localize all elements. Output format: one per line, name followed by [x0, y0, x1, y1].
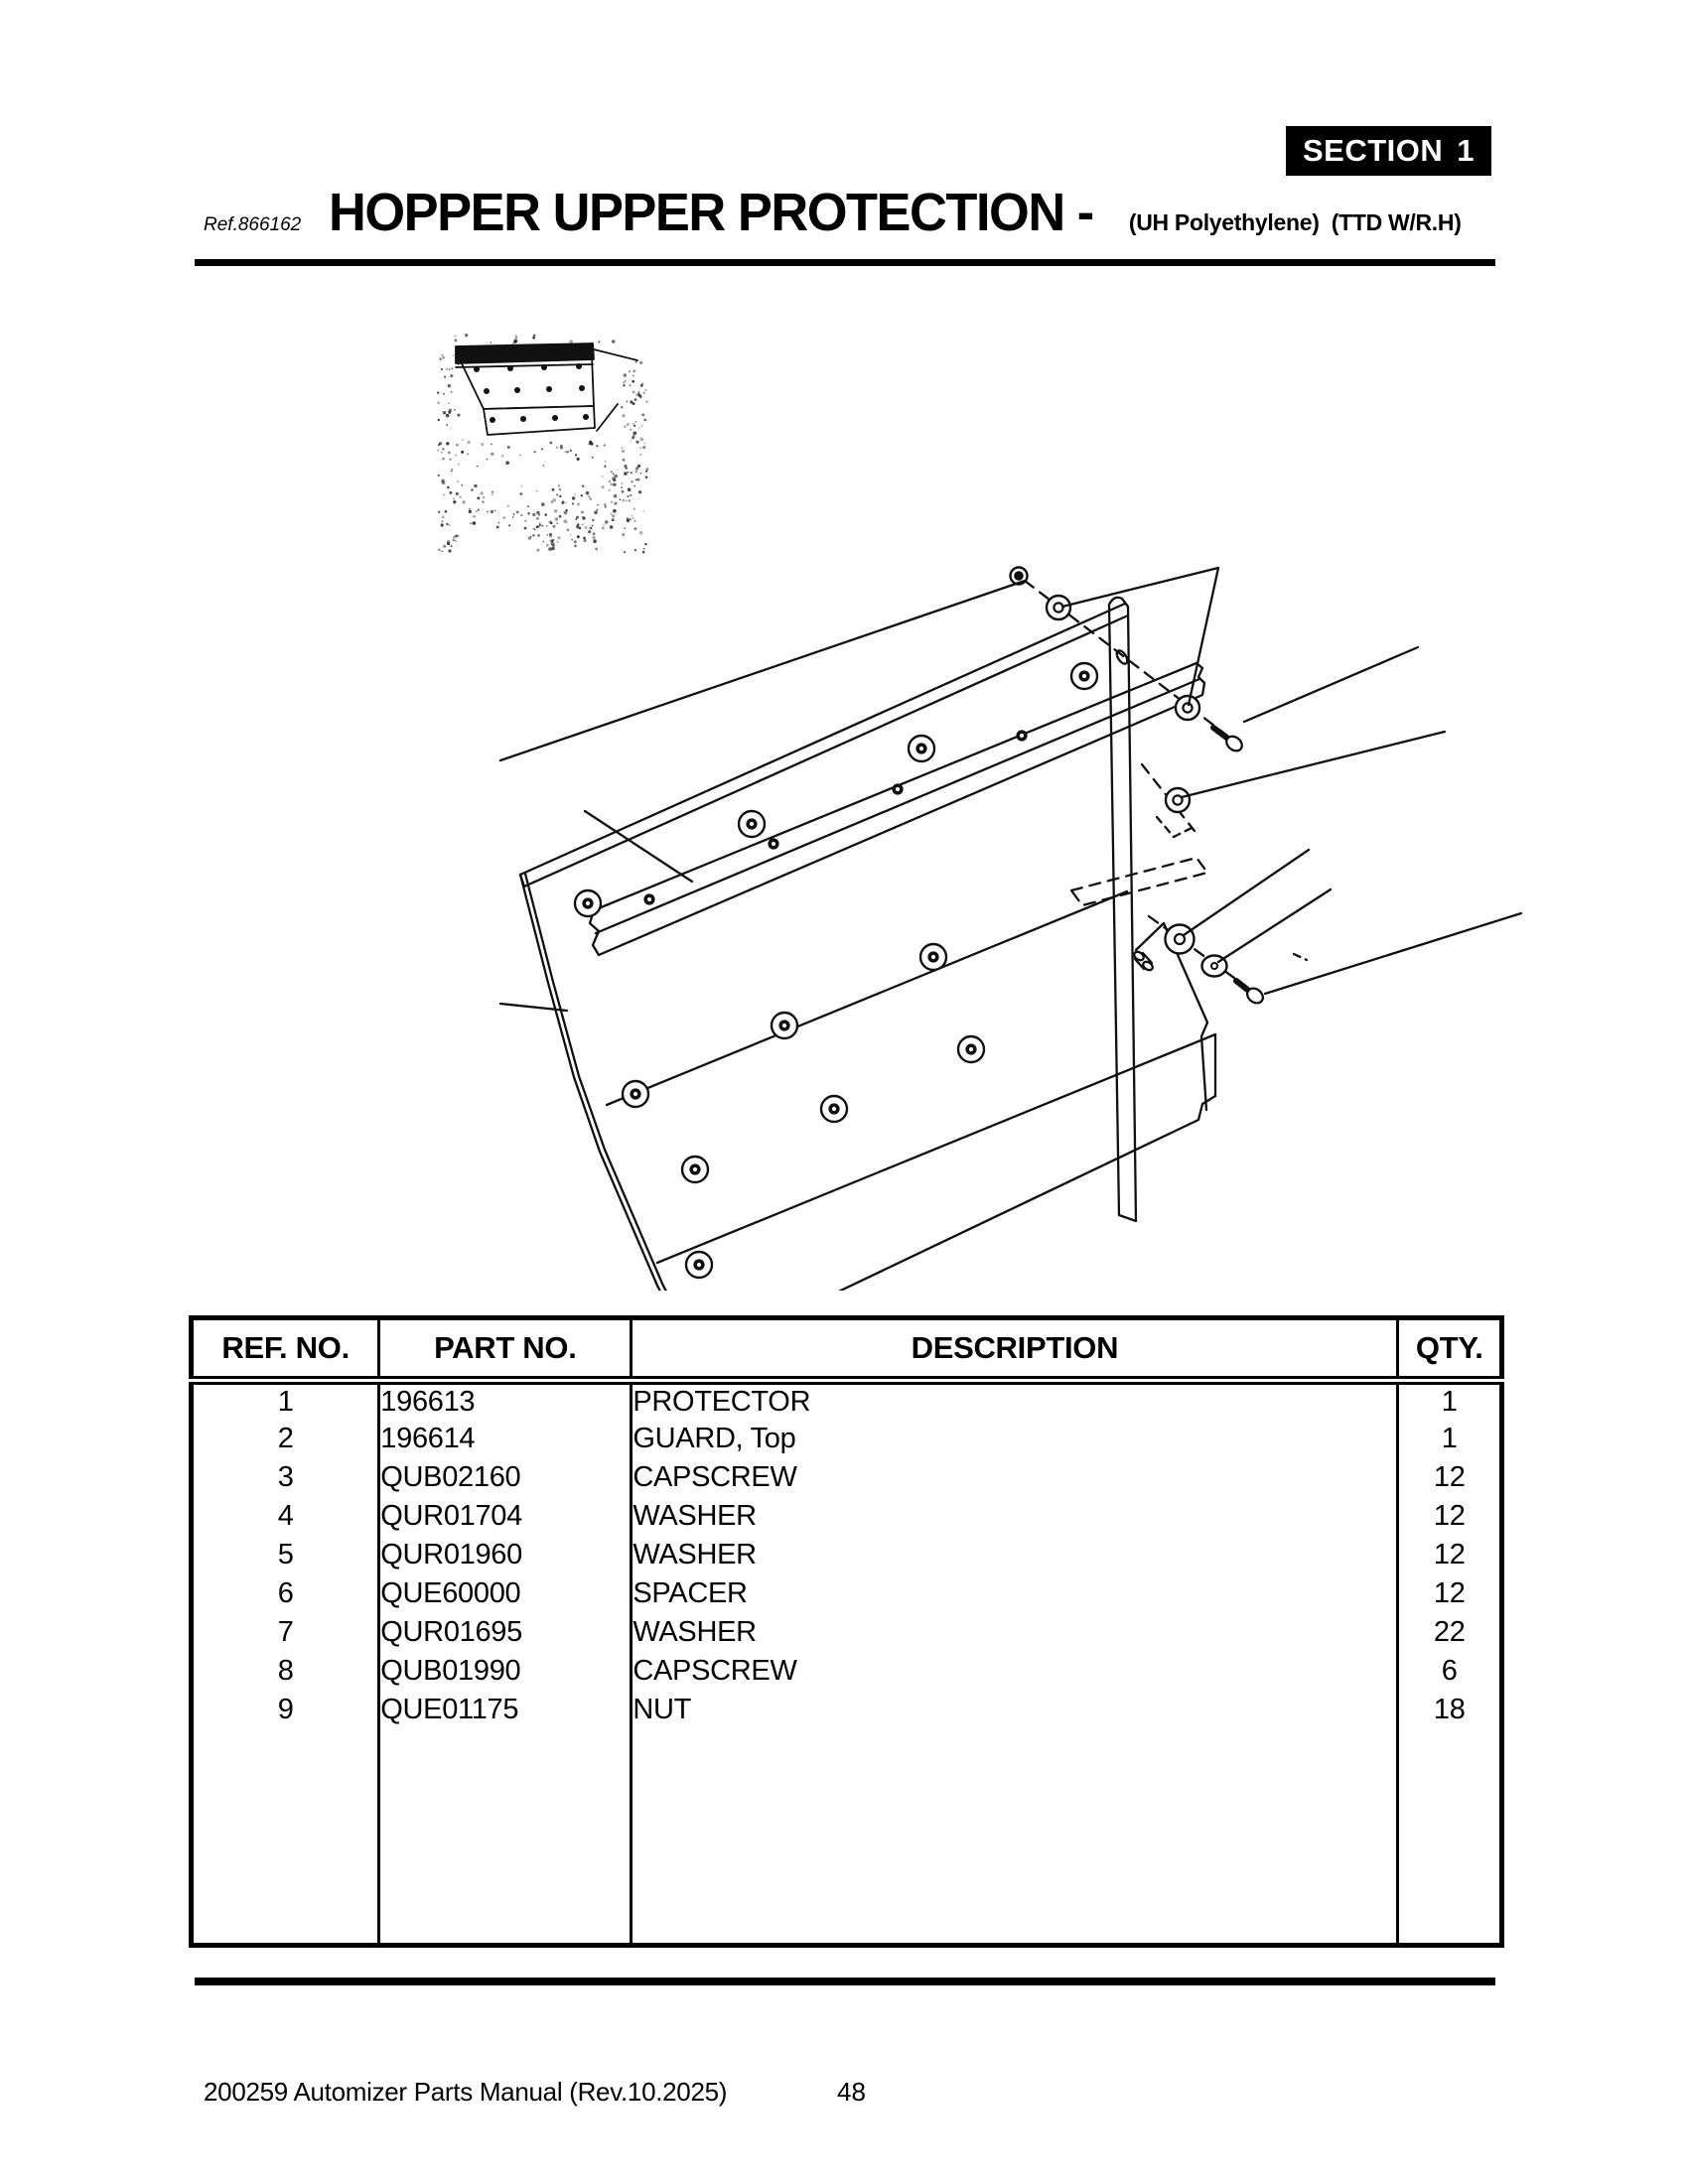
page-subtitle: (UH Polyethylene) (TTD W/R.H): [1129, 209, 1462, 236]
cell-description: WASHER: [632, 1497, 1398, 1536]
exploded-diagram-svg: [427, 328, 1539, 1291]
leader-lines: [500, 568, 1521, 1011]
cell-description: NUT: [632, 1691, 1398, 1729]
cell-description: CAPSCREW: [632, 1458, 1398, 1497]
cell-qty: 1: [1398, 1420, 1502, 1458]
cell-qty: 12: [1398, 1536, 1502, 1574]
cell-description: WASHER: [632, 1613, 1398, 1652]
cell-part-no: 196614: [379, 1420, 632, 1458]
cell-description: SPACER: [632, 1574, 1398, 1613]
cell-ref-no: 9: [192, 1691, 379, 1729]
cell-description: GUARD, Top: [632, 1420, 1398, 1458]
parts-table-row: 6QUE60000SPACER12: [192, 1574, 1502, 1613]
parts-table: REF. NO. PART NO. DESCRIPTION QTY. 11966…: [189, 1315, 1504, 1948]
cell-ref-no: 8: [192, 1652, 379, 1691]
cell-qty: 12: [1398, 1574, 1502, 1613]
page-title: HOPPER UPPER PROTECTION -: [329, 182, 1093, 243]
fastener-stack-middle: [1071, 764, 1207, 905]
parts-table-row: 5QUR01960WASHER12: [192, 1536, 1502, 1574]
cell-ref-no: 1: [192, 1381, 379, 1420]
washer-icon: [1166, 925, 1195, 954]
fastener-stack-bottom: [1149, 916, 1307, 1006]
parts-table-row: 1196613PROTECTOR1: [192, 1381, 1502, 1420]
col-header-description: DESCRIPTION: [632, 1318, 1398, 1381]
cell-ref-no: 3: [192, 1458, 379, 1497]
col-header-part-no: PART NO.: [379, 1318, 632, 1381]
section-badge-label: SECTION: [1303, 133, 1443, 169]
cell-part-no: QUB02160: [379, 1458, 632, 1497]
cell-qty: 18: [1398, 1691, 1502, 1729]
cell-qty: 12: [1398, 1497, 1502, 1536]
cell-description: CAPSCREW: [632, 1652, 1398, 1691]
title-bar: Ref.866162 HOPPER UPPER PROTECTION - (UH…: [204, 182, 1462, 243]
cell-ref-no: 2: [192, 1420, 379, 1458]
parts-table-row: 9QUE01175NUT18: [192, 1691, 1502, 1729]
cell-qty: 6: [1398, 1652, 1502, 1691]
parts-table-header-row: REF. NO. PART NO. DESCRIPTION QTY.: [192, 1318, 1502, 1381]
section-badge: SECTION 1: [1286, 126, 1491, 176]
hopper-thumbnail: [437, 334, 648, 553]
cell-part-no: QUR01704: [379, 1497, 632, 1536]
section-badge-number: 1: [1457, 133, 1475, 169]
footer-manual-info: 200259 Automizer Parts Manual (Rev.10.20…: [204, 2077, 727, 2108]
capscrew-icon: [1236, 981, 1266, 1006]
cell-description: WASHER: [632, 1536, 1398, 1574]
cell-ref-no: 5: [192, 1536, 379, 1574]
cell-part-no: 196613: [379, 1381, 632, 1420]
title-divider-rule: [195, 259, 1495, 266]
cell-part-no: QUR01695: [379, 1613, 632, 1652]
footer-divider-rule: [195, 1978, 1495, 1985]
ref-number: Ref.866162: [204, 214, 301, 236]
cell-qty: 12: [1398, 1458, 1502, 1497]
parts-table-row: 8QUB01990CAPSCREW6: [192, 1652, 1502, 1691]
cell-ref-no: 4: [192, 1497, 379, 1536]
cell-part-no: QUE01175: [379, 1691, 632, 1729]
cell-ref-no: 7: [192, 1613, 379, 1652]
exploded-diagram: [427, 328, 1539, 1291]
cell-part-no: QUE60000: [379, 1574, 632, 1613]
col-header-qty: QTY.: [1398, 1318, 1502, 1381]
parts-table-row: 3QUB02160CAPSCREW12: [192, 1458, 1502, 1497]
cell-qty: 22: [1398, 1613, 1502, 1652]
cell-part-no: QUR01960: [379, 1536, 632, 1574]
cell-part-no: QUB01990: [379, 1652, 632, 1691]
cell-description: PROTECTOR: [632, 1381, 1398, 1420]
cell-qty: 1: [1398, 1381, 1502, 1420]
cell-ref-no: 6: [192, 1574, 379, 1613]
footer-page-number: 48: [837, 2077, 866, 2108]
capscrew-icon: [1213, 728, 1245, 753]
parts-table-row: 7QUR01695WASHER22: [192, 1613, 1502, 1652]
col-header-ref-no: REF. NO.: [192, 1318, 379, 1381]
parts-table-row: 4QUR01704WASHER12: [192, 1497, 1502, 1536]
table-filler-row: [192, 1729, 1502, 1946]
parts-table-row: 2196614GUARD, Top1: [192, 1420, 1502, 1458]
